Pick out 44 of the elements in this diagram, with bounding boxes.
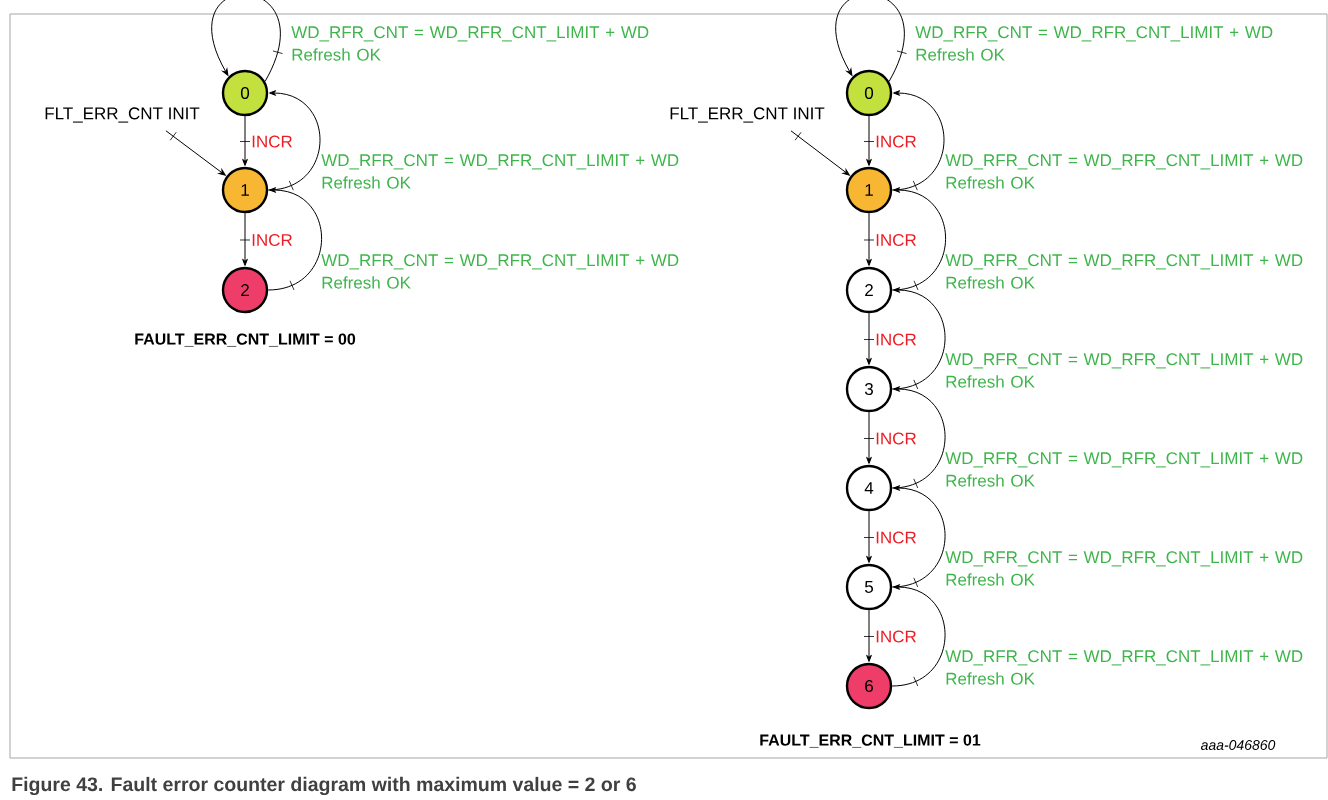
init-label: FLT_ERR_CNT INIT (45, 107, 200, 123)
arrow (891, 485, 946, 588)
arrow (835, 0, 907, 82)
arrow (891, 90, 945, 191)
arrow (863, 212, 875, 266)
edge-label: INCR (250, 233, 294, 247)
arrow (790, 130, 850, 176)
figure-caption: Figure 43. Fault error counter diagram with maximum value = 2 or 6 (12, 776, 636, 796)
arrow (863, 411, 875, 464)
edge-label: WD_RFR_CNT = WD_RFR_CNT_LIMIT + WD Refresh OK (320, 253, 688, 290)
edge-label: INCR (874, 530, 918, 545)
edge-label: INCR (874, 629, 918, 644)
edge-label: WD_RFR_CNT = WD_RFR_CNT_LIMIT + WD Refresh OK (944, 352, 1312, 389)
figure-id: aaa-046860 (1200, 740, 1276, 750)
arrow (891, 187, 947, 291)
edge-label: INCR (874, 134, 918, 149)
arrow (891, 584, 946, 687)
arrow (239, 115, 251, 166)
init-label: FLT_ERR_CNT INIT (670, 107, 825, 123)
arrow (211, 0, 283, 82)
edge-label: INCR (874, 332, 918, 347)
edge-label: INCR (874, 431, 918, 446)
edge-label: INCR (874, 233, 918, 247)
edge-label: INCR (250, 134, 294, 149)
edge-label: WD_RFR_CNT = WD_RFR_CNT_LIMIT + WD Refresh OK (944, 153, 1312, 190)
diagram-subtitle: FAULT_ERR_CNT_LIMIT = 00 (135, 333, 356, 347)
edge-label: WD_RFR_CNT = WD_RFR_CNT_LIMIT + WD Refresh OK (944, 649, 1312, 686)
edge-label: WD_RFR_CNT = WD_RFR_CNT_LIMIT + WD Refresh OK (944, 550, 1312, 587)
edge-label: WD_RFR_CNT = WD_RFR_CNT_LIMIT + WD Refresh OK (914, 25, 1282, 62)
edge-label: WD_RFR_CNT = WD_RFR_CNT_LIMIT + WD Refresh OK (290, 25, 658, 62)
edge-label: WD_RFR_CNT = WD_RFR_CNT_LIMIT + WD Refresh OK (320, 153, 688, 190)
arrow (267, 187, 323, 291)
diagram-subtitle: FAULT_ERR_CNT_LIMIT = 01 (760, 734, 981, 748)
arrow (165, 130, 226, 176)
arrow (267, 90, 321, 191)
edge-label: WD_RFR_CNT = WD_RFR_CNT_LIMIT + WD Refresh OK (944, 451, 1312, 488)
arrow (863, 609, 875, 662)
edge-label: WD_RFR_CNT = WD_RFR_CNT_LIMIT + WD Refresh OK (944, 253, 1312, 290)
arrow (863, 312, 875, 365)
arrow (891, 386, 946, 489)
arrow (863, 115, 875, 166)
arrow (863, 510, 875, 563)
arrow (891, 287, 946, 390)
arrow (239, 212, 251, 266)
